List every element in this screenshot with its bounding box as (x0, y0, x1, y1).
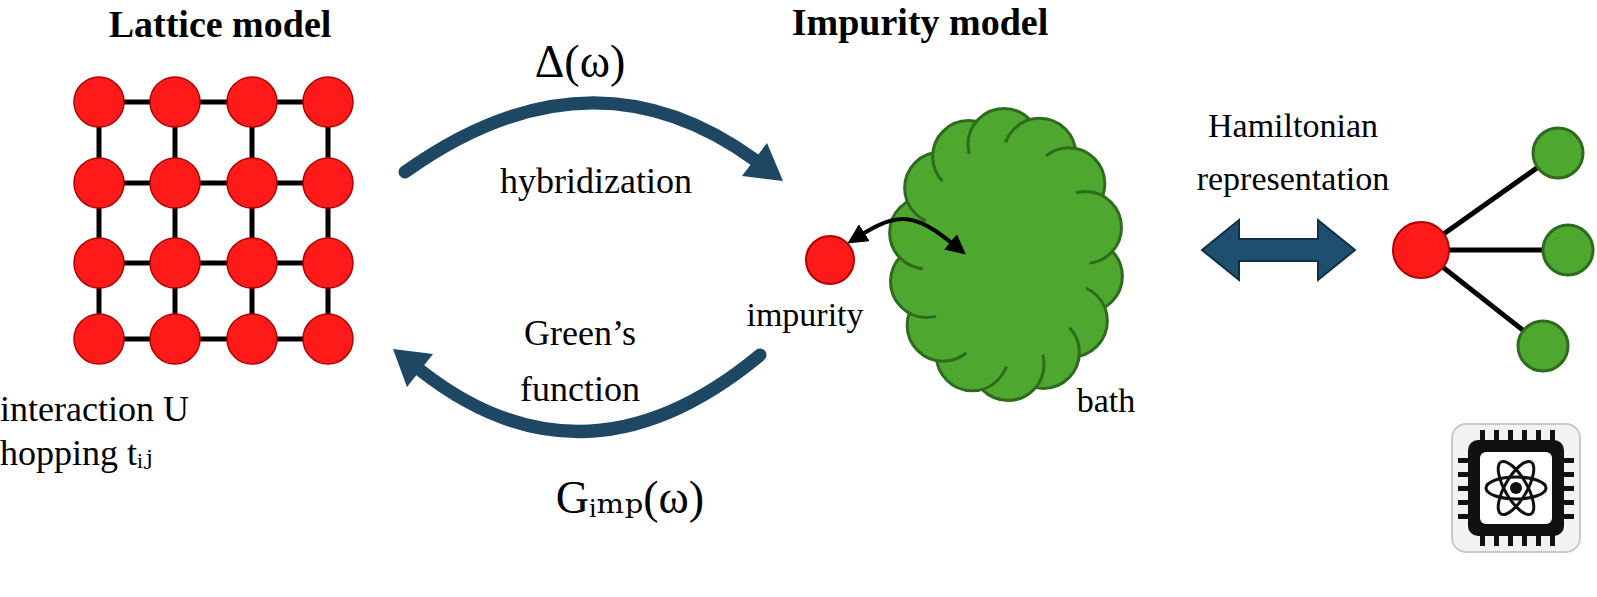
section-heading: Impurity model (740, 0, 1100, 46)
lattice-bond (250, 102, 255, 339)
lattice-bond (99, 261, 328, 266)
lattice-bond (326, 102, 331, 339)
star-graph (1393, 128, 1593, 371)
impurity-circle (806, 236, 854, 284)
lattice-site (74, 314, 124, 364)
bath-cloud (890, 109, 1123, 401)
lattice-bond (99, 337, 328, 342)
lattice-site (150, 238, 200, 288)
lattice-site (74, 238, 124, 288)
lattice-site (227, 314, 277, 364)
bath-site (1518, 321, 1568, 371)
bath-site (1543, 225, 1593, 275)
atom-symbol (1486, 457, 1546, 520)
arc-arrowhead (393, 349, 433, 387)
icon-background (1452, 424, 1580, 552)
lattice-site (227, 158, 277, 208)
node-label: bath (1051, 381, 1161, 422)
lattice-site (303, 77, 353, 127)
annotation-label: Δ(ω) (480, 34, 680, 89)
double-arrow-connector (851, 219, 963, 252)
lattice-site (150, 77, 200, 127)
bath-site (1533, 128, 1583, 178)
lattice-bond (99, 100, 328, 105)
cloud-body (922, 143, 1090, 367)
double-arrow (1202, 220, 1355, 280)
annotation-label: hybridization (436, 160, 756, 203)
node-label: impurity (710, 295, 900, 336)
node-shape (886, 107, 1126, 402)
lattice-node: Lattice model interaction U hopping tᵢⱼ (0, 0, 430, 480)
arc-arrowhead (742, 143, 783, 181)
chip-body (1468, 440, 1564, 536)
cloud-node: bath (886, 107, 1126, 402)
node-shape (805, 235, 855, 285)
lattice-site (227, 77, 277, 127)
lattice-site (227, 238, 277, 288)
lattice-bond (97, 102, 102, 339)
quantum-chip-icon (1452, 424, 1580, 552)
circle-node: impurity (805, 235, 855, 285)
chip-window (1480, 452, 1552, 524)
impurity-site (1393, 222, 1449, 278)
atom-nucleus (1510, 482, 1522, 494)
annotation-label: Green’s function (470, 306, 690, 418)
chip-pins (1458, 430, 1574, 546)
annotation-label: Hamiltonian representation (1158, 100, 1428, 205)
node-label: interaction U hopping tᵢⱼ (0, 388, 275, 476)
annotation-label: Gᵢₘₚ(ω) (500, 470, 760, 525)
lattice-site (303, 314, 353, 364)
lattice-site (150, 158, 200, 208)
lattice-bond (99, 181, 328, 186)
node-heading: Lattice model (20, 2, 420, 48)
lattice-site (303, 158, 353, 208)
lattice-bond (173, 102, 178, 339)
lattice-site (303, 238, 353, 288)
lattice-site (74, 158, 124, 208)
lattice-site (74, 77, 124, 127)
lattice-site (150, 314, 200, 364)
